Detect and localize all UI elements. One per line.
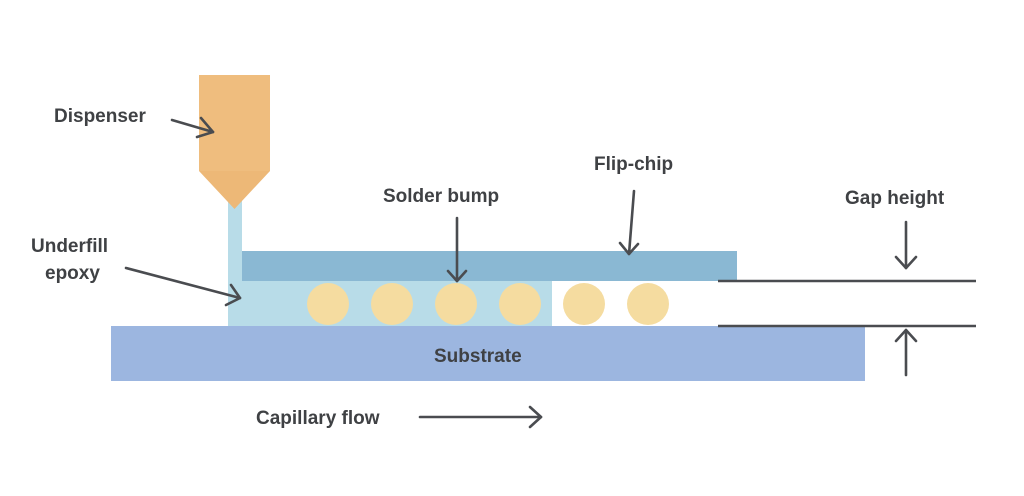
underfill-epoxy-label-line2: epoxy: [45, 263, 100, 284]
dispenser-arrow-icon: [170, 116, 215, 139]
solder-bump: [499, 283, 541, 325]
gap-height-up-arrow-icon: [894, 328, 918, 377]
solder-bumps: [307, 283, 669, 325]
substrate: [111, 326, 865, 381]
substrate-label: Substrate: [434, 346, 522, 367]
dispenser-label: Dispenser: [54, 106, 146, 127]
solder-bump-label: Solder bump: [383, 186, 499, 207]
solder-bump: [435, 283, 477, 325]
gap-height-label: Gap height: [845, 188, 945, 209]
capillary-flow-arrow-icon: [418, 405, 543, 429]
flip-chip-label: Flip-chip: [594, 154, 673, 175]
underfill-epoxy-label-line1: Underfill: [31, 236, 108, 257]
solder-bump: [563, 283, 605, 325]
gap-height-down-arrow-icon: [894, 220, 918, 270]
flip-chip: [242, 251, 737, 281]
solder-bump: [627, 283, 669, 325]
flip-chip-arrow-icon: [618, 189, 640, 256]
capillary-flow-label: Capillary flow: [256, 408, 380, 429]
dispenser-nozzle: [199, 171, 270, 209]
underfill-arrow-icon: [124, 266, 242, 307]
solder-bump-arrow-icon: [446, 216, 468, 283]
solder-bump: [371, 283, 413, 325]
solder-bump: [307, 283, 349, 325]
dispenser-body: [199, 75, 270, 171]
